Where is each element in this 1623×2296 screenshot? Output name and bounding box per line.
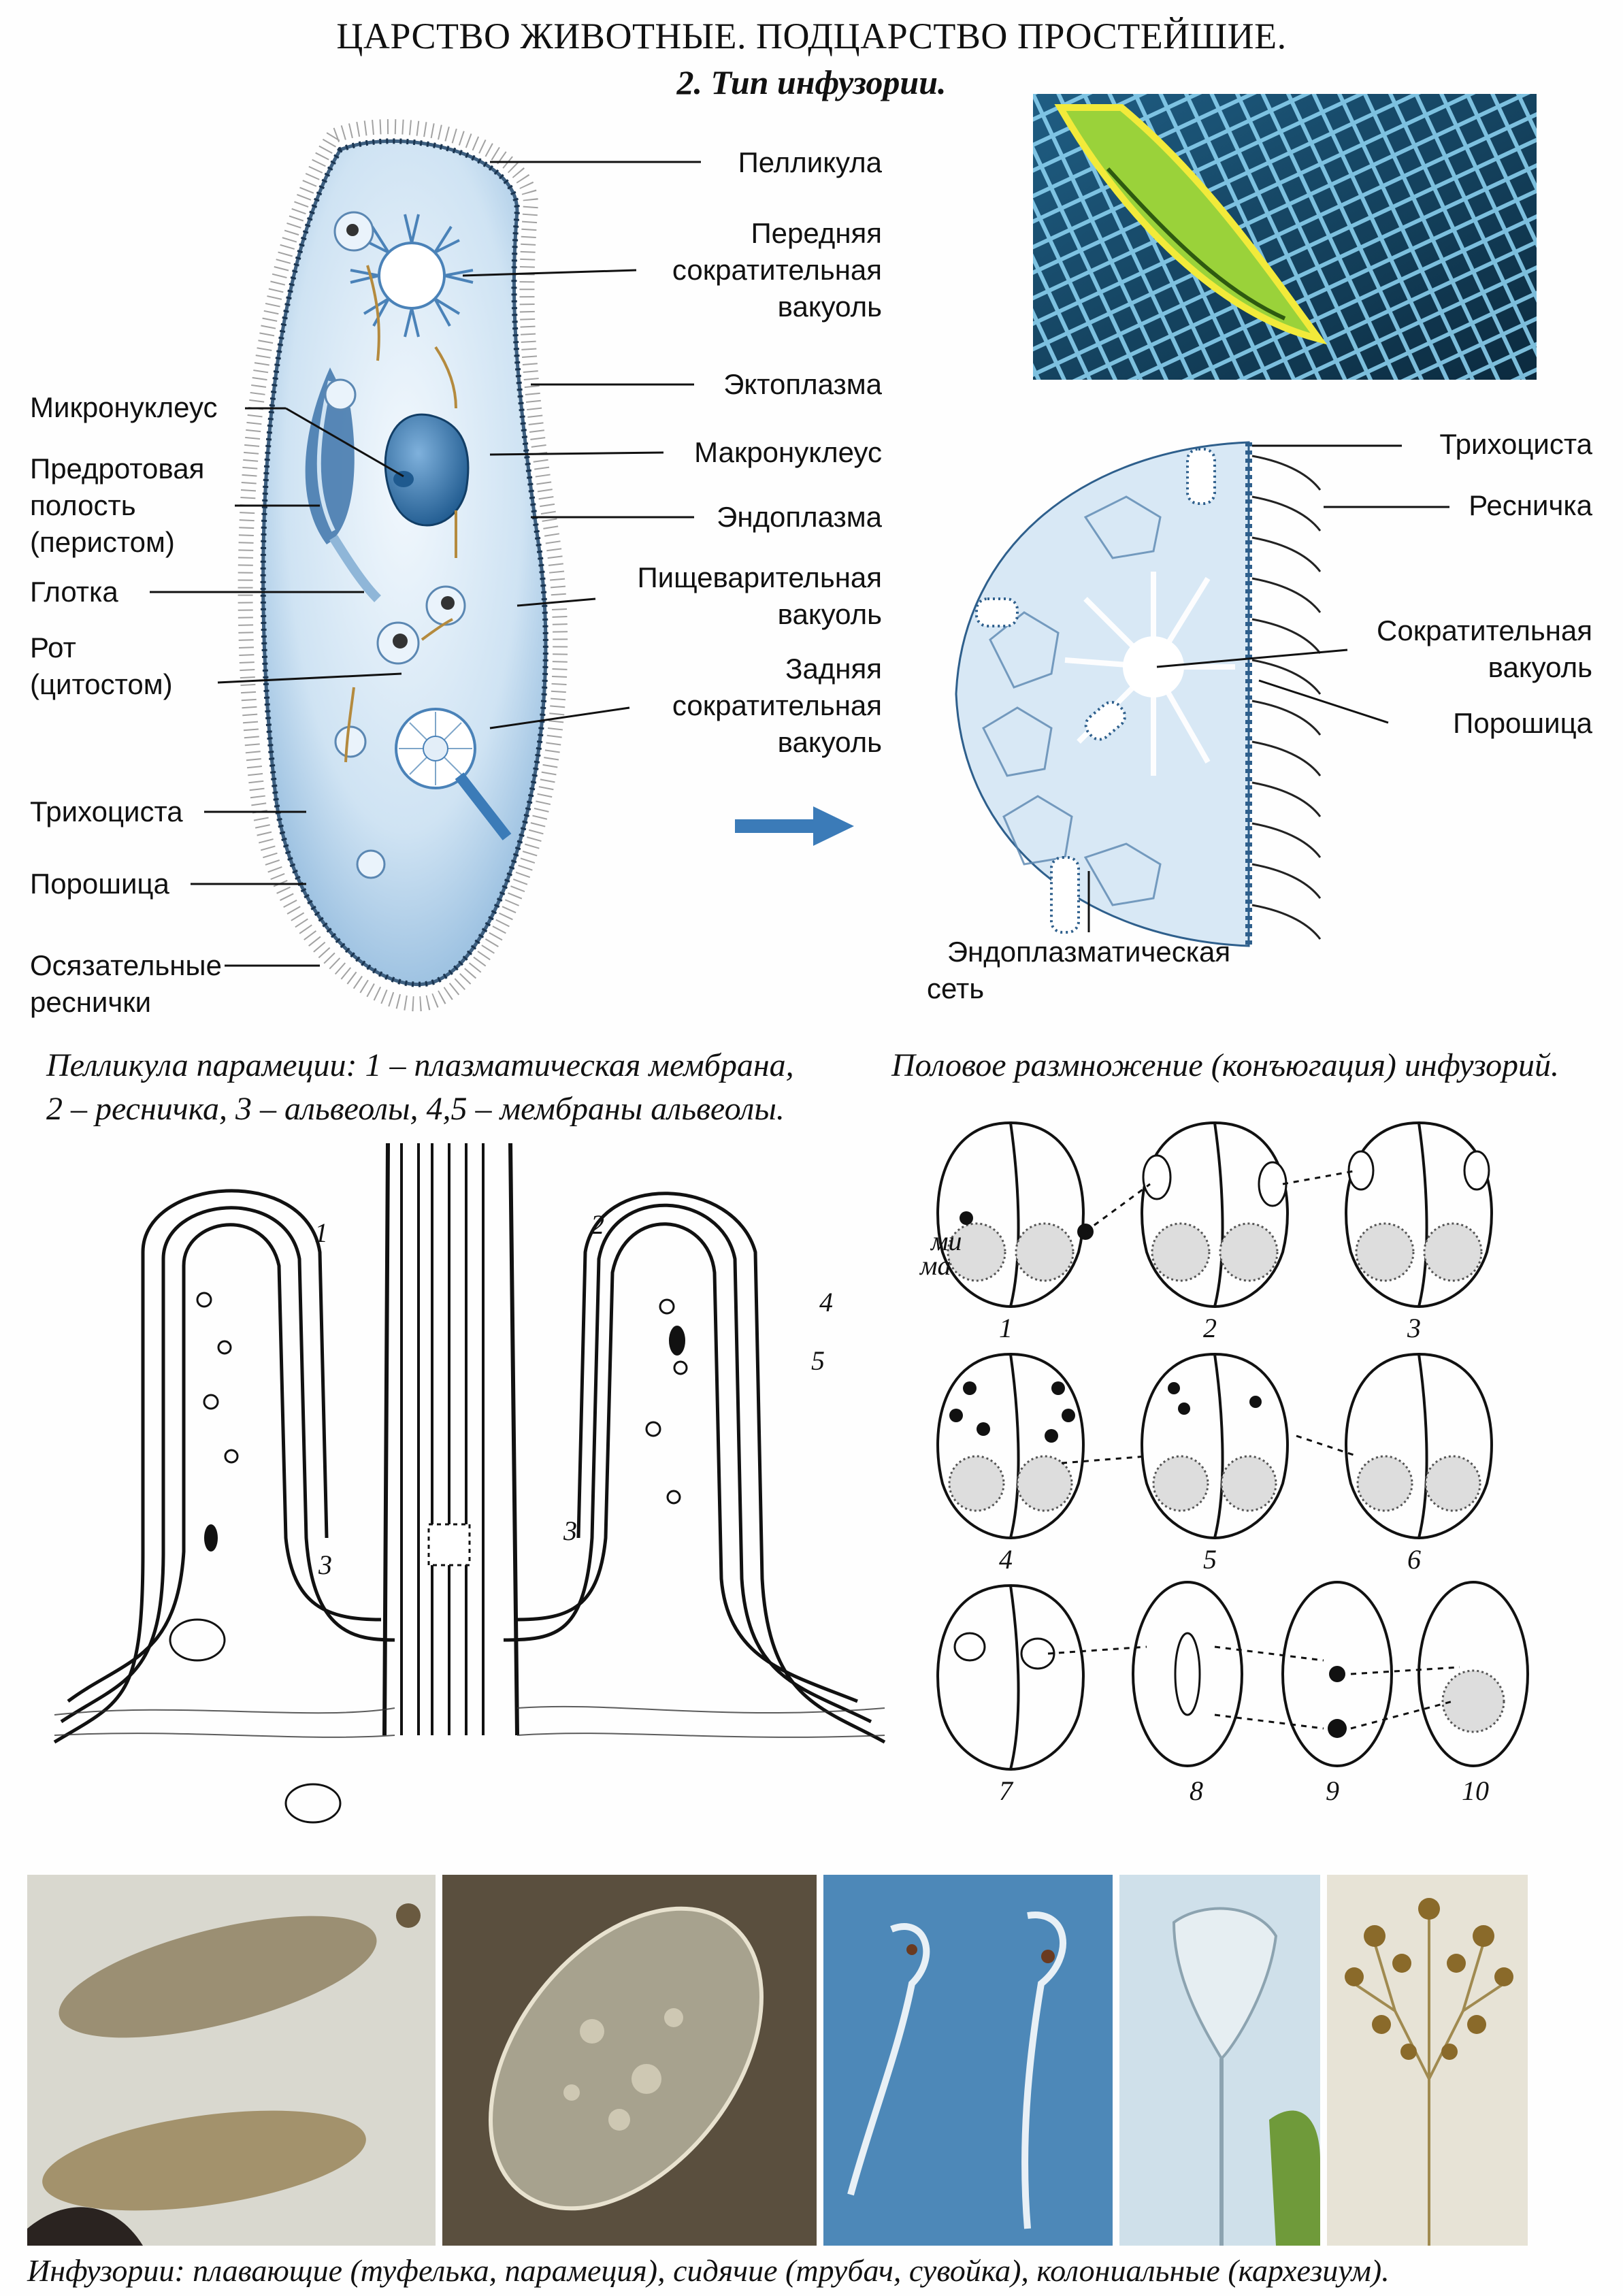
label-powder-left: Порошица xyxy=(30,868,169,900)
conjugation-stage-2: 2 xyxy=(1203,1313,1217,1343)
page-subtitle: 2. Тип инфузории. xyxy=(676,63,947,101)
label-endoplasm: Эндоплазма xyxy=(717,501,882,533)
label-rear-vacuole-3: вакуоль xyxy=(777,726,882,758)
conjugation-stage-10: 10 xyxy=(1462,1775,1489,1806)
front-contractile-vacuole xyxy=(350,214,474,338)
detail-label-contractile-vacuole-1: Сократительная xyxy=(1377,614,1592,646)
label-rear-vacuole-2: сократительная xyxy=(672,689,882,721)
detail-label-contractile-vacuole-2: вакуоль xyxy=(1488,651,1592,683)
photo-paramecium-slipper xyxy=(27,1875,436,2246)
detail-label-er-2: сеть xyxy=(927,972,985,1004)
pellicle-line-drawing xyxy=(53,1143,886,1824)
conjugation-diagram xyxy=(936,1121,1529,1771)
peristome xyxy=(305,367,355,544)
micronucleus xyxy=(393,471,414,487)
caption-pellicle-line1: Пелликула парамеции: 1 – плазматическая … xyxy=(46,1047,794,1083)
caption-pellicle-line2: 2 – ресничка, 3 – альвеолы, 4,5 – мембра… xyxy=(46,1091,785,1127)
label-pellicle: Пелликула xyxy=(738,146,882,178)
photo-carchesium xyxy=(1327,1875,1528,2246)
pellicle-num-2: 2 xyxy=(591,1209,604,1240)
paramecium-diagram xyxy=(237,119,568,1012)
label-tactile-cilia-1: Осязательные xyxy=(30,949,222,981)
caption-conjugation: Половое размножение (конъюгация) инфузор… xyxy=(891,1047,1559,1083)
detail-contractile-vacuole xyxy=(1123,636,1184,698)
conjugation-stage-7: 7 xyxy=(999,1775,1013,1806)
label-trichocyst-left: Трихоциста xyxy=(30,796,183,827)
conjugation-label-mi: ми xyxy=(931,1226,962,1256)
photo-stentor xyxy=(823,1875,1113,2246)
rear-contractile-vacuole xyxy=(395,708,476,789)
pellicle-num-4: 4 xyxy=(819,1287,833,1317)
paramecium-leader-lines xyxy=(150,161,701,967)
detail-label-er-1: Эндоплазматическая xyxy=(947,936,1231,968)
conjugation-label-ma: ма xyxy=(920,1250,951,1281)
label-ectoplasm: Эктоплазма xyxy=(723,368,882,400)
detail-label-trichocyst: Трихоциста xyxy=(1439,428,1592,460)
label-macronucleus: Макронуклеус xyxy=(694,436,882,468)
blue-arrow xyxy=(735,806,854,846)
photo-vorticella xyxy=(1119,1875,1320,2246)
conjugation-stage-4: 4 xyxy=(999,1544,1013,1575)
sem-photo xyxy=(1033,94,1537,380)
label-front-vacuole-2: сократительная xyxy=(672,254,882,286)
pellicle-num-1: 1 xyxy=(314,1217,328,1248)
detail-leader-lines xyxy=(1087,444,1449,932)
label-pharynx: Глотка xyxy=(30,576,118,608)
detail-label-powder: Порошица xyxy=(1453,707,1592,739)
label-front-vacuole-3: вакуоль xyxy=(777,291,882,323)
conjugation-stage-9: 9 xyxy=(1326,1775,1339,1806)
conjugation-stage-5: 5 xyxy=(1203,1544,1217,1575)
pharynx xyxy=(329,535,381,602)
page-title: ЦАРСТВО ЖИВОТНЫЕ. ПОДЦАРСТВО ПРОСТЕЙШИЕ. xyxy=(336,16,1287,56)
conjugation-stage-3: 3 xyxy=(1407,1313,1421,1343)
caption-bottom: Инфузории: плавающие (туфелька, парамеци… xyxy=(27,2253,1390,2288)
photo-paramecium-cell xyxy=(442,1875,817,2246)
pellicle-num-3b: 3 xyxy=(563,1515,577,1546)
conjugation-stage-8: 8 xyxy=(1190,1775,1203,1806)
label-mouth-1: Рот xyxy=(30,632,76,663)
label-mouth-2: (цитостом) xyxy=(30,668,173,700)
label-tactile-cilia-2: реснички xyxy=(30,986,152,1018)
conjugation-stage-6: 6 xyxy=(1407,1544,1421,1575)
label-micronucleus: Микронуклеус xyxy=(30,391,218,423)
label-peristome-2: полость xyxy=(30,489,136,521)
pellicle-detail-diagram xyxy=(955,441,1322,947)
conjugation-stage-1: 1 xyxy=(999,1313,1013,1343)
label-peristome-1: Предротовая xyxy=(30,453,205,485)
label-digestive-vacuole-2: вакуоль xyxy=(777,598,882,630)
label-front-vacuole-1: Передняя xyxy=(751,217,882,249)
label-peristome-3: (перистом) xyxy=(30,526,175,558)
pellicle-num-5: 5 xyxy=(811,1345,825,1376)
pellicle-num-3a: 3 xyxy=(318,1549,332,1580)
label-digestive-vacuole-1: Пищеварительная xyxy=(637,561,882,593)
detail-label-cilium: Ресничка xyxy=(1469,489,1592,521)
label-rear-vacuole-1: Задняя xyxy=(785,653,882,685)
macronucleus xyxy=(384,413,470,527)
